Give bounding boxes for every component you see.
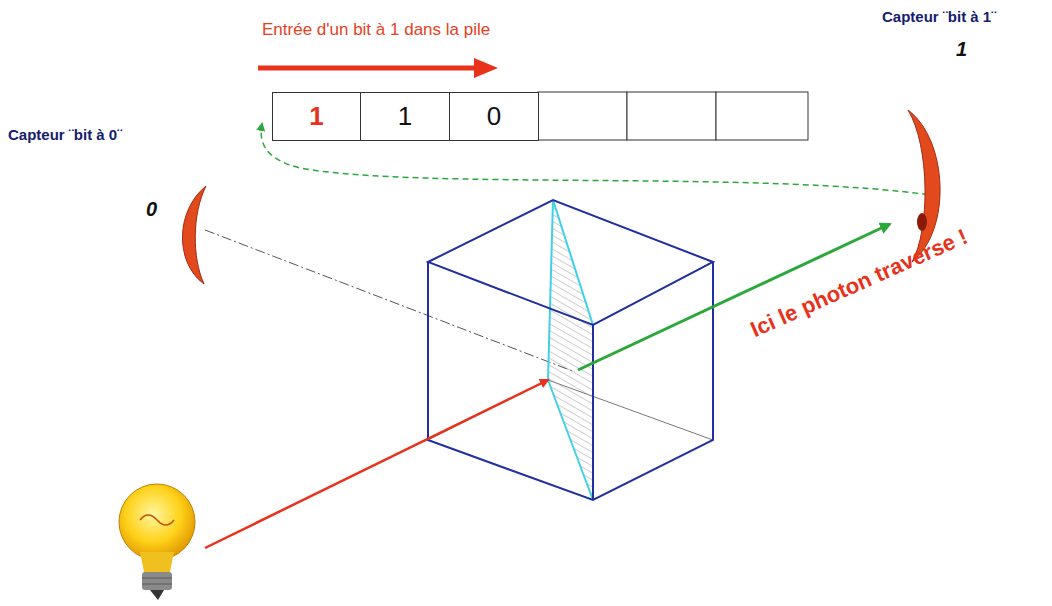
bit-value: 0 — [487, 101, 501, 132]
incident-beam — [205, 380, 548, 548]
sensor-hit — [917, 213, 927, 231]
splitter-plane — [548, 200, 593, 500]
sensor-number: 0 — [146, 198, 157, 221]
stack-cell: 1 — [360, 92, 450, 141]
sensor-number: 1 — [956, 38, 967, 61]
stack-cell — [716, 92, 808, 140]
heading: Entrée d'un bit à 1 dans la pile — [262, 20, 490, 40]
direction-arrow — [258, 66, 478, 71]
arrow-head — [474, 58, 498, 78]
note: Ici le photon traverse ! — [747, 224, 972, 343]
sensor-label: Capteur ¨bit à 0¨ — [8, 126, 122, 143]
reflected-path — [205, 230, 575, 372]
plane-edge — [548, 200, 553, 380]
cube — [428, 200, 713, 500]
plane-edge — [553, 200, 593, 325]
bit-value: 1 — [309, 101, 323, 132]
stack-cell — [538, 92, 627, 140]
sensor-label: Capteur ¨bit à 1¨ — [882, 8, 996, 25]
bit-value: 1 — [398, 101, 412, 132]
stack-cell: 1 — [272, 92, 361, 141]
stack-cell — [627, 92, 716, 140]
plane-edge — [548, 380, 593, 500]
sensor-0 — [182, 186, 206, 284]
light-bulb — [119, 484, 195, 600]
stack-cell: 0 — [449, 92, 539, 141]
